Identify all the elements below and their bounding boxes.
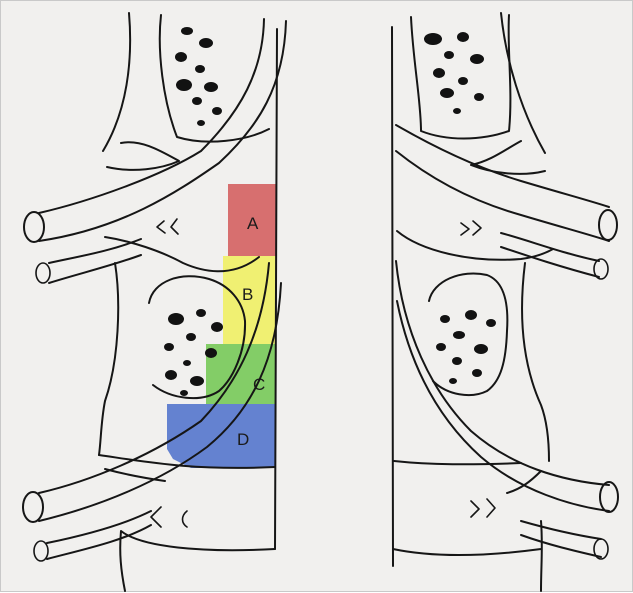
- upper-nerve-right-bottom: [396, 151, 609, 241]
- spot: [472, 369, 482, 377]
- upper-nerve-left-top: [39, 19, 264, 213]
- spot: [457, 32, 469, 42]
- spot: [183, 360, 191, 366]
- spot: [199, 38, 213, 48]
- right-midline: [392, 27, 393, 566]
- spot: [168, 313, 184, 325]
- spot: [465, 310, 477, 320]
- spot: [474, 93, 484, 101]
- top-vertebra-outer-left: [103, 13, 130, 151]
- spot: [195, 65, 205, 73]
- upper-nerve-stump-left: [24, 212, 44, 242]
- middle-outer-left: [99, 263, 118, 455]
- arrow-marks-lower-left: [151, 507, 187, 527]
- spot: [186, 333, 196, 341]
- middle-body-right: [429, 273, 507, 395]
- lower-nerve-stump-left: [23, 492, 43, 522]
- spot: [165, 370, 177, 380]
- arrow-marks-lower-right: [471, 499, 495, 517]
- lower-nerve-right-top: [396, 261, 609, 485]
- spot: [211, 322, 223, 332]
- spot: [180, 390, 188, 396]
- upper-branch-stump-right: [594, 259, 608, 279]
- bone-spots: [164, 27, 496, 396]
- spot: [192, 97, 202, 105]
- spot: [458, 77, 468, 85]
- spot: [204, 82, 218, 92]
- upper-branch-left: [49, 239, 141, 283]
- spot: [449, 378, 457, 384]
- middle-outer-right: [522, 263, 549, 461]
- lower-branch-stump-left: [34, 541, 48, 561]
- spot: [453, 331, 465, 339]
- spot: [440, 88, 454, 98]
- right-spine-sketch: [392, 13, 618, 591]
- spot: [197, 120, 205, 126]
- spot: [164, 343, 174, 351]
- zone-d-label: D: [237, 430, 249, 449]
- spot: [433, 68, 445, 78]
- lower-branch-left: [47, 511, 151, 559]
- lower-nerve-stump-right: [600, 482, 618, 512]
- upper-nerve-stump-right: [599, 210, 617, 240]
- lower-nerve-right-bottom: [397, 301, 609, 511]
- arrow-marks-upper-left: [157, 219, 178, 234]
- spot: [474, 344, 488, 354]
- lower-branch-right: [521, 521, 601, 557]
- zone-d-region: [167, 404, 276, 468]
- zone-b-label: B: [242, 285, 253, 304]
- bottom-vertebra-left: [120, 531, 275, 591]
- spot: [205, 348, 217, 358]
- top-disc-left: [107, 142, 179, 170]
- spot: [196, 309, 206, 317]
- spot: [190, 376, 204, 386]
- left-midline: [275, 29, 277, 549]
- upper-branch-stump-left: [36, 263, 50, 283]
- lower-disc-right: [394, 461, 541, 493]
- arrow-marks-upper-right: [461, 221, 481, 235]
- upper-branch-right: [501, 233, 599, 277]
- spot: [176, 79, 192, 91]
- spot: [212, 107, 222, 115]
- spot: [175, 52, 187, 62]
- spot: [453, 108, 461, 114]
- spot: [440, 315, 450, 323]
- spot: [470, 54, 484, 64]
- spot: [452, 357, 462, 365]
- zone-a-label: A: [247, 214, 259, 233]
- spot: [486, 319, 496, 327]
- spot: [181, 27, 193, 35]
- upper-nerve-right-top: [396, 125, 609, 207]
- spot: [424, 33, 442, 45]
- spot: [436, 343, 446, 351]
- bottom-vertebra-right: [393, 521, 542, 591]
- spot: [444, 51, 454, 59]
- top-disc-right: [471, 141, 545, 174]
